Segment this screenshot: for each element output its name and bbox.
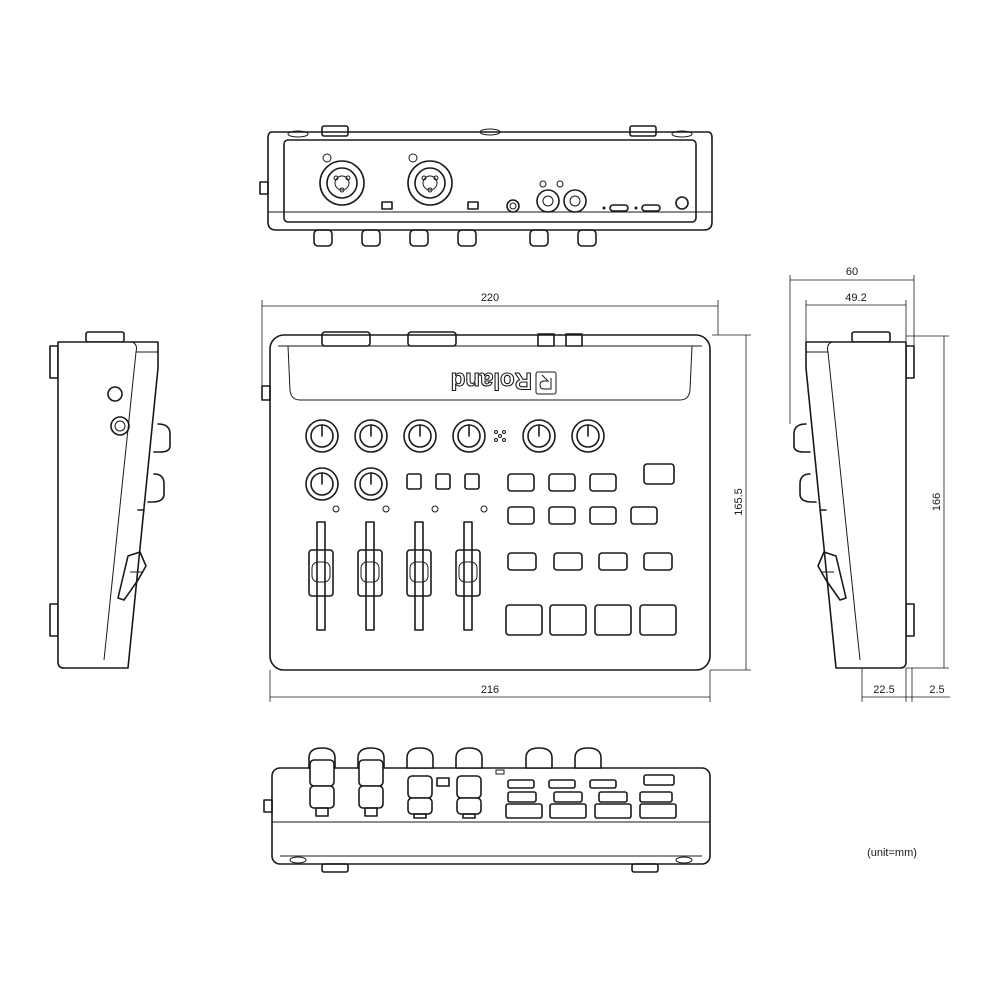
- left-side-view: [49, 331, 171, 669]
- small-button-2[interactable]: [435, 473, 451, 490]
- xlr-combo-jack-1: [319, 153, 365, 206]
- dim-label-60: 60: [846, 266, 858, 278]
- dim-label-49-2: 49.2: [845, 292, 866, 304]
- fader-2[interactable]: [357, 521, 383, 631]
- front-knobs: [308, 747, 602, 769]
- small-button-3[interactable]: [464, 473, 480, 490]
- rear-view: [259, 125, 713, 247]
- front-view: [263, 747, 711, 873]
- small-button-1[interactable]: [406, 473, 422, 490]
- front-pads: [505, 774, 677, 819]
- front-fader-caps: [309, 759, 482, 819]
- fader-4[interactable]: [455, 521, 481, 631]
- fader-1[interactable]: [308, 521, 334, 631]
- xlr-combo-jack-2: [407, 153, 453, 206]
- brand-logo-text: Roland: [451, 367, 532, 394]
- right-side-view: 60 49.2 166 22.5 2.5: [789, 266, 950, 702]
- unit-note: (unit=mm): [867, 847, 917, 859]
- roland-logo: Roland: [450, 366, 557, 395]
- dim-label-166: 166: [931, 493, 943, 511]
- dim-label-2-5: 2.5: [929, 684, 944, 696]
- dim-label-216: 216: [481, 684, 499, 696]
- fader-3[interactable]: [406, 521, 432, 631]
- dim-label-220: 220: [481, 292, 499, 304]
- knob-row-second[interactable]: [305, 467, 388, 501]
- dim-label-22-5: 22.5: [873, 684, 894, 696]
- pad-buttons[interactable]: [505, 463, 677, 636]
- knob-row-top[interactable]: [305, 419, 605, 453]
- mic-holes: [494, 430, 506, 442]
- dim-label-165-5: 165.5: [733, 488, 745, 516]
- rear-knob-row: [313, 229, 597, 247]
- top-view: Roland: [261, 292, 751, 702]
